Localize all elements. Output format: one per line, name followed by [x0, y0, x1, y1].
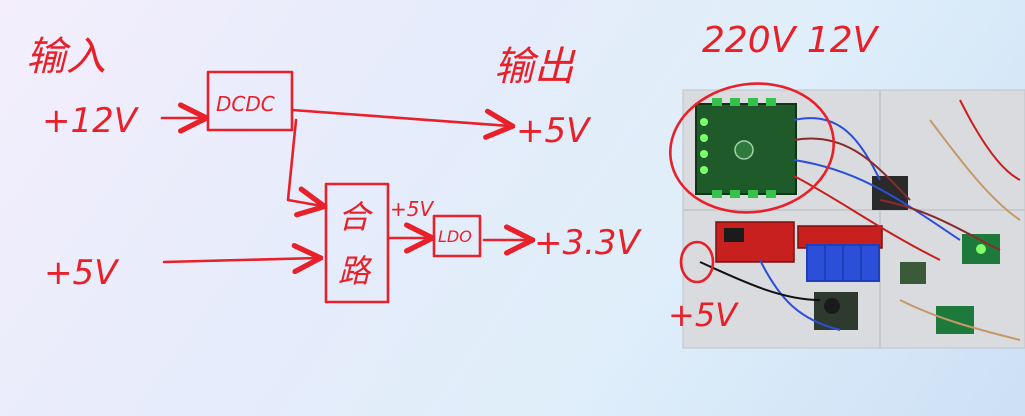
input-12v-label: +12V — [42, 101, 140, 141]
combiner-bottom-label: 路 — [338, 252, 373, 290]
photo-supply-label: 220V 12V — [702, 20, 880, 61]
dcdc-box — [206, 70, 294, 132]
output-5v-label: +5V — [516, 111, 592, 151]
dcdc-label: DCDC — [216, 92, 275, 116]
output-3v3-label: +3.3V — [534, 223, 643, 263]
ldo-box — [432, 214, 482, 258]
combiner-top-label: 合 — [338, 198, 373, 236]
input-5v-label: +5V — [44, 253, 120, 293]
small-green-board-2 — [936, 306, 974, 334]
photo-frame — [682, 89, 1025, 349]
input-title: 输入 — [26, 34, 106, 80]
controller-circle-annotation — [669, 82, 835, 214]
jack-circle-annotation — [679, 240, 715, 284]
output-title: 输出 — [494, 44, 576, 90]
hardware-photo — [669, 82, 1025, 349]
arrow-5v-to-combiner — [162, 258, 318, 262]
ldo-label: LDO — [438, 227, 472, 246]
board-logo — [734, 140, 754, 160]
arrow-dcdc-to-output-5v — [290, 108, 510, 126]
relay-module — [806, 244, 880, 282]
mid-5v-label: +5V — [390, 197, 434, 221]
photo-jack-label: +5V — [668, 296, 739, 334]
arrow-dcdc-to-combiner — [286, 118, 322, 206]
combiner-box — [324, 182, 390, 304]
